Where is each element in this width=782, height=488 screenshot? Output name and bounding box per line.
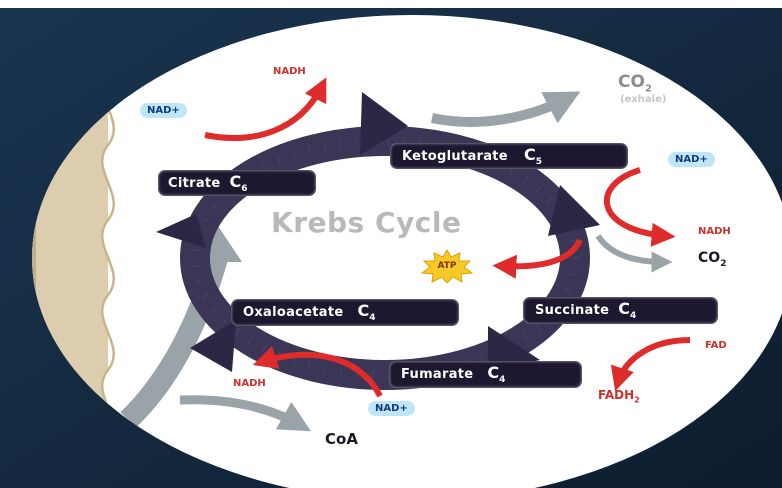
atp-label: ATP [420,249,474,283]
carbon-count: C6 [230,172,248,194]
carbon-count: C4 [358,301,376,323]
step-name: Succinate [535,303,609,318]
step-citrate: Citrate C6 [158,170,316,196]
co2-exhale-label: CO2 [618,72,652,94]
nadh-label-top: NADH [273,66,306,77]
step-name: Fumarate [401,367,473,382]
fad-label: FAD [705,340,727,351]
co2-right-label: CO2 [698,250,726,269]
atp-badge: ATP [420,249,474,283]
nad-badge-right: NAD+ [668,152,715,167]
coa-label: CoA [325,430,358,448]
carbon-count: C5 [524,145,542,167]
nad-badge-bottom: NAD+ [368,401,415,416]
nadh-label-bottom: NADH [233,378,266,389]
nad-badge-top: NAD+ [140,103,187,118]
co2-exhale-note: (exhale) [620,94,666,105]
carbon-count: C4 [487,363,505,385]
fadh2-label: FADH2 [598,388,640,404]
carbon-count: C4 [618,299,636,321]
step-fumarate: Fumarate C4 [389,361,582,388]
nadh-label-right: NADH [698,226,731,237]
step-name: Citrate [168,176,221,191]
step-name: Oxaloacetate [243,305,344,320]
diagram-title: Krebs Cycle [271,206,461,239]
step-oxaloacetate: Oxaloacetate C4 [231,299,459,326]
step-ketoglutarate: Ketoglutarate C5 [390,143,628,169]
step-name: Ketoglutarate [402,149,508,164]
step-succinate: Succinate C4 [523,297,718,324]
membrane [0,0,130,488]
